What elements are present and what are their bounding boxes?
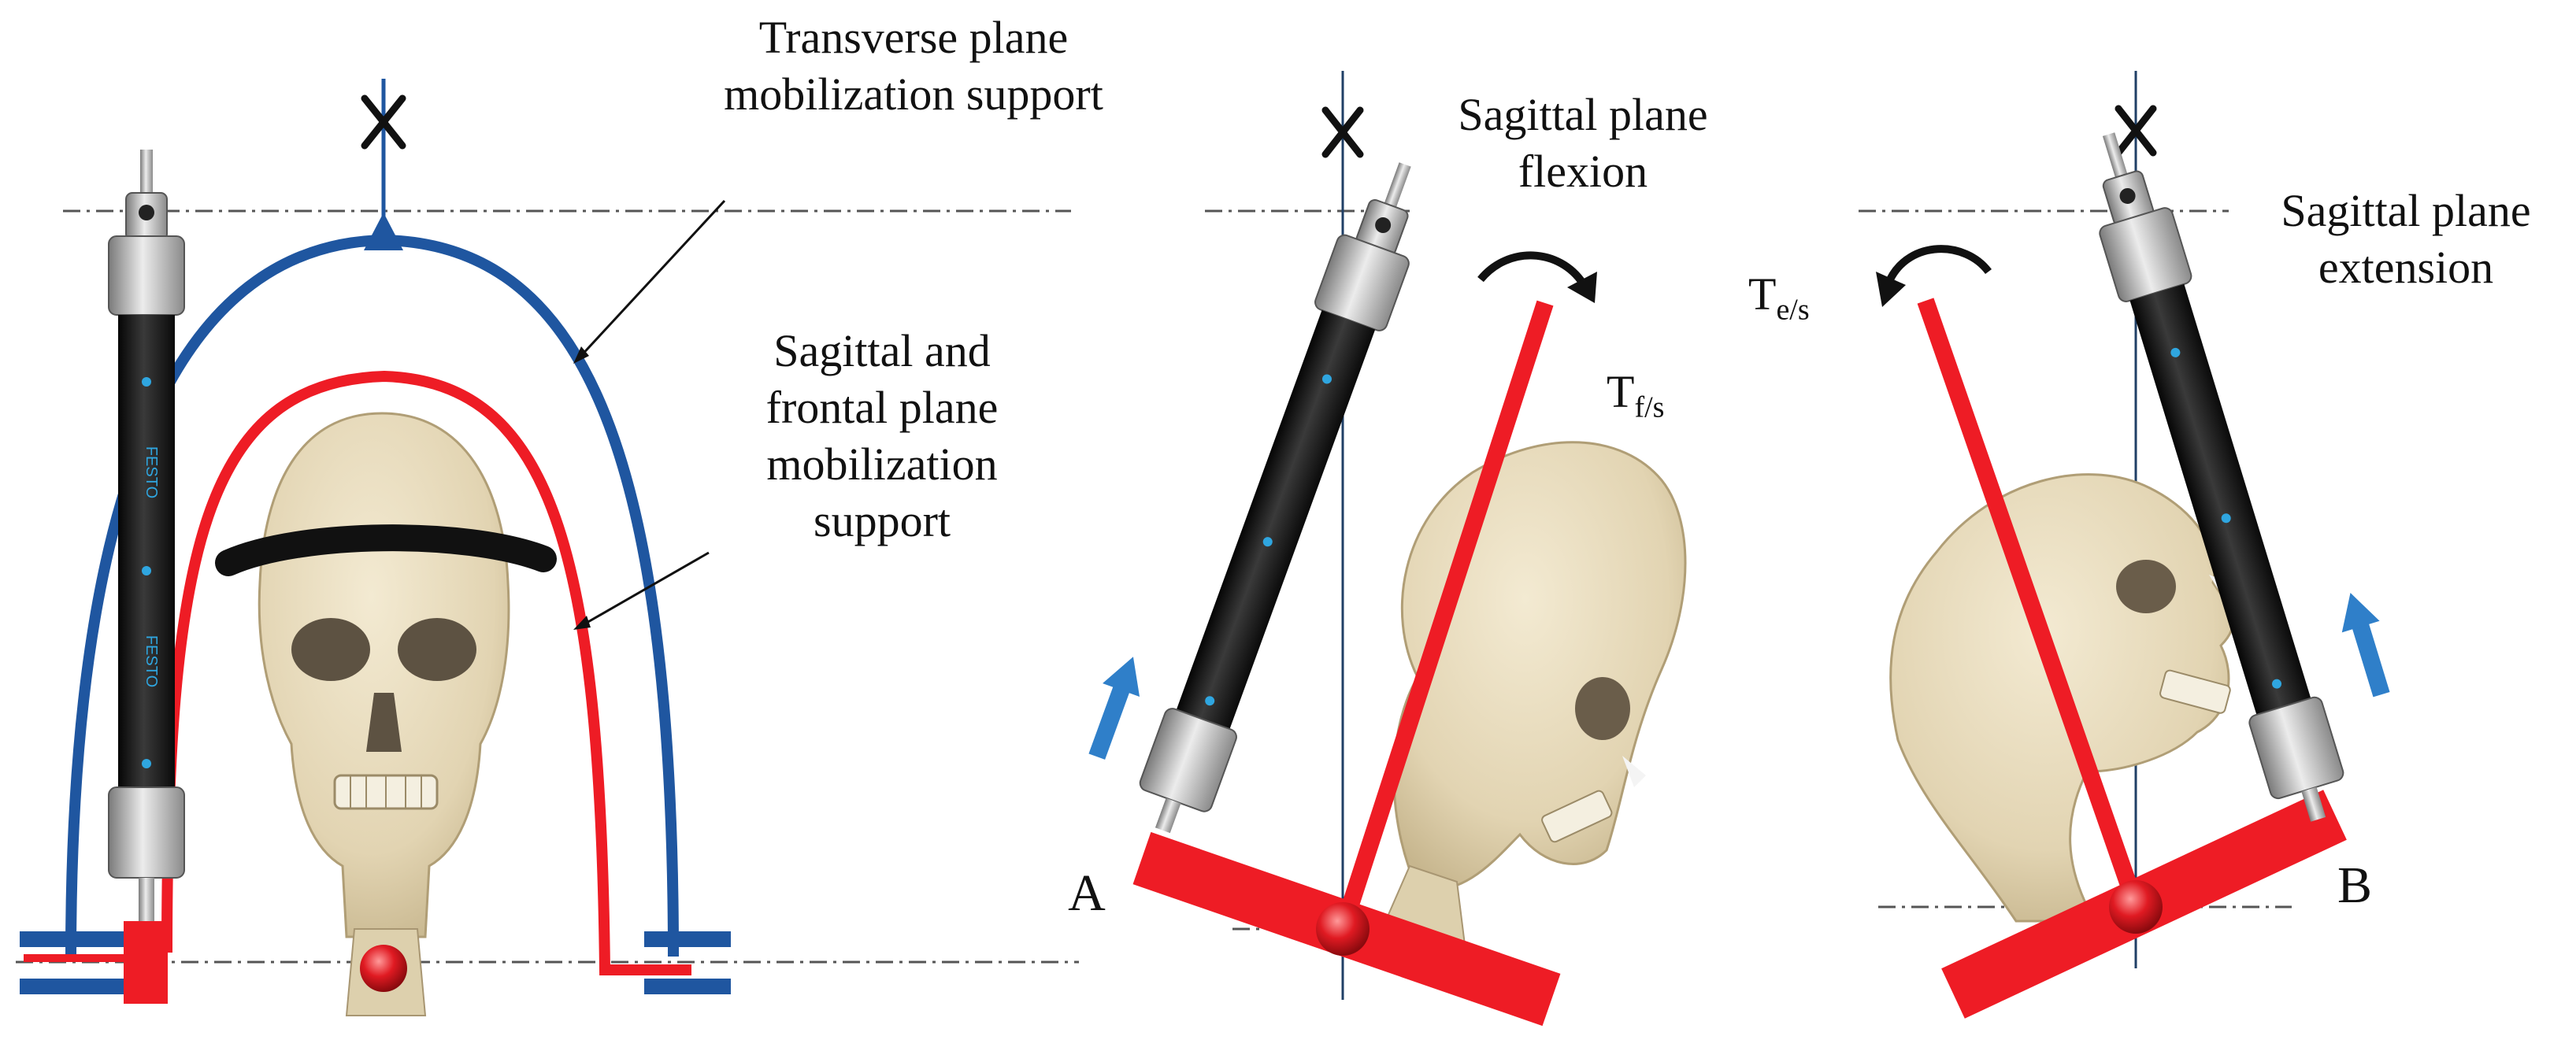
flexion-panel-a xyxy=(1088,71,1687,1027)
flexion-torque-arrow xyxy=(1477,251,1597,303)
actuator-direction-arrow-a xyxy=(1088,657,1140,760)
transverse-support-label: Transverse plane mobilization support xyxy=(630,9,1197,123)
extension-torque-main: T xyxy=(1748,268,1777,320)
base-clamp-right xyxy=(644,931,731,994)
extension-lever xyxy=(1917,298,2144,909)
axis-x-marker-b xyxy=(2115,105,2157,157)
axis-x-marker xyxy=(361,94,406,150)
flexion-label: Sagittal plane flexion xyxy=(1418,87,1748,200)
flexion-label-line1: Sagittal plane xyxy=(1458,89,1708,140)
extension-label-line2: extension xyxy=(2318,242,2494,293)
sagittal-frontal-support-arch xyxy=(161,370,691,975)
cylinder-brand-text: FESTO xyxy=(143,635,160,687)
sagittal-frontal-support-label: Sagittal and frontal plane mobilization … xyxy=(693,323,1071,550)
flexion-lever xyxy=(1334,300,1554,932)
sag-front-label-line1: Sagittal and xyxy=(773,325,991,376)
flexion-torque-main: T xyxy=(1607,366,1635,417)
panel-a-label: A xyxy=(1068,864,1106,922)
extension-torque-arrow xyxy=(1876,245,1992,307)
extension-torque-sub: e/s xyxy=(1776,293,1810,327)
sag-front-label-line4: support xyxy=(814,495,951,546)
sag-front-label-line2: frontal plane xyxy=(765,382,999,433)
linear-actuator-b xyxy=(2099,132,2344,822)
cylinder-brand-text: FESTO xyxy=(143,446,160,498)
skull-front-image xyxy=(258,412,510,1016)
pivot-ball-b xyxy=(2109,880,2163,934)
linear-actuator-front: FESTO FESTO xyxy=(108,150,185,925)
sagittal-frontal-callout-arrow xyxy=(573,551,710,630)
pivot-ball-front xyxy=(360,945,407,992)
base-clamp-left xyxy=(20,921,168,1004)
flexion-label-line2: flexion xyxy=(1518,146,1648,197)
extension-label: Sagittal plane extension xyxy=(2237,183,2575,296)
linear-actuator-a xyxy=(1139,162,1411,834)
extension-label-line1: Sagittal plane xyxy=(2281,185,2531,236)
extension-torque-symbol: Te/s xyxy=(1748,266,1810,332)
sag-front-label-line3: mobilization xyxy=(766,439,998,490)
transverse-label-line2: mobilization support xyxy=(724,68,1103,120)
panel-b-label: B xyxy=(2337,857,2373,914)
flexion-torque-symbol: Tf/s xyxy=(1607,364,1664,430)
front-view-panel: FESTO FESTO xyxy=(16,79,1079,1016)
flexion-torque-sub: f/s xyxy=(1634,390,1665,424)
arch-apex-mount xyxy=(364,213,403,250)
extension-panel-b xyxy=(1859,71,2390,1019)
actuator-direction-arrow-b xyxy=(2341,593,2390,698)
transverse-label-line1: Transverse plane xyxy=(758,12,1069,63)
head-band xyxy=(215,524,557,576)
axis-x-marker-a xyxy=(1321,106,1364,158)
transverse-callout-arrow xyxy=(573,199,726,364)
pivot-ball-a xyxy=(1316,902,1370,956)
